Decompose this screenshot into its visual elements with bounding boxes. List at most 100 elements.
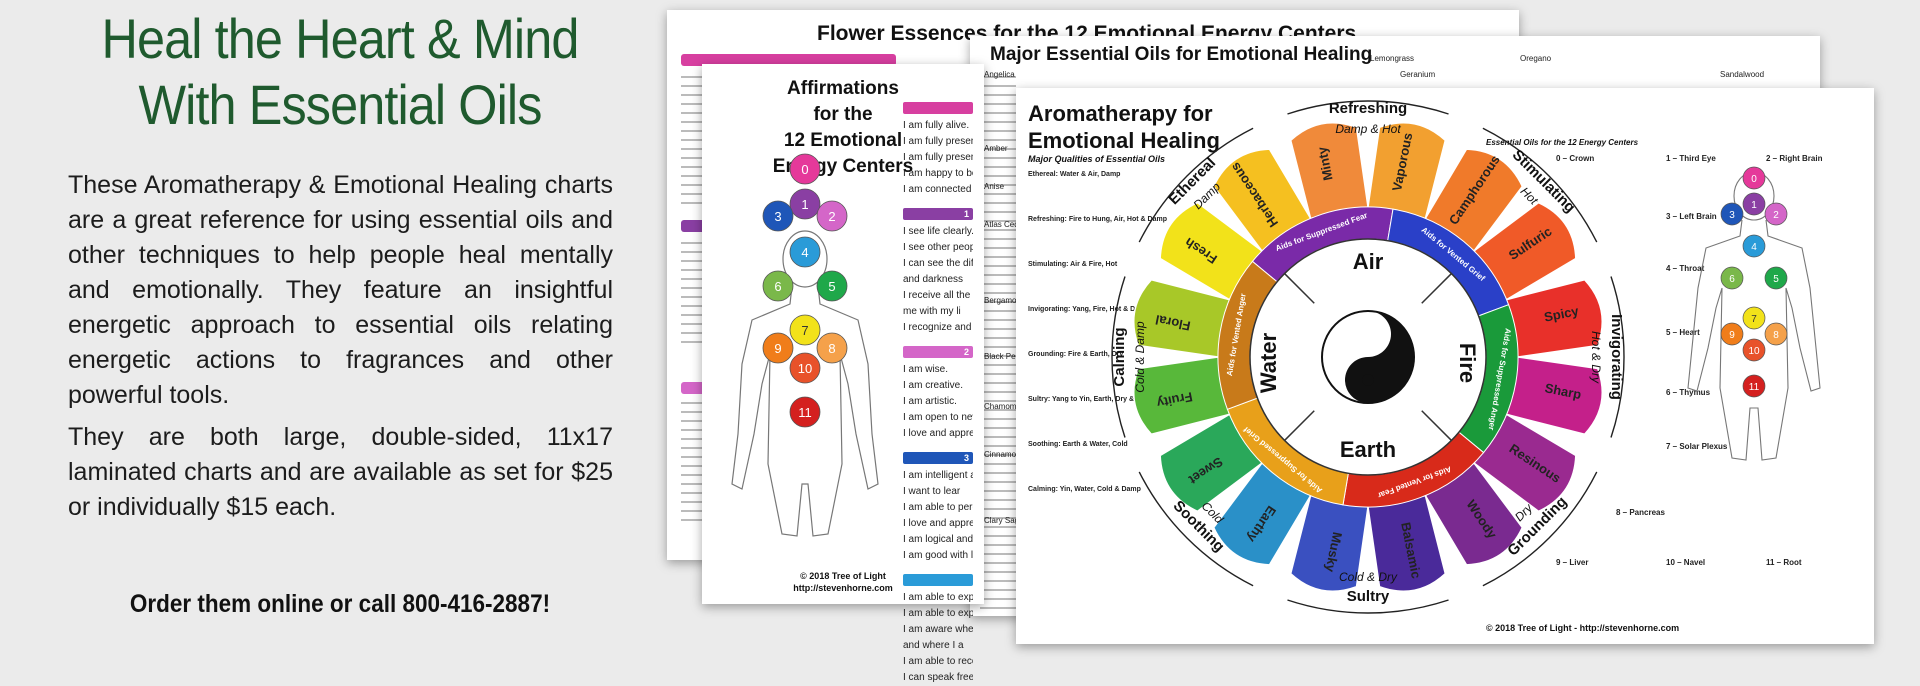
quality-item: Calming: Yin, Water, Cold & Damp	[1028, 486, 1141, 493]
chakra-number: 9	[774, 341, 781, 356]
affirmation-item: I love and appreci	[903, 428, 973, 439]
chakra-number: 3	[774, 209, 781, 224]
energy-center-heading: 11 – Root	[1766, 558, 1802, 567]
wheel-petal	[1212, 462, 1312, 566]
outer-arrow-arc	[1482, 127, 1598, 243]
element-divider	[1421, 410, 1452, 441]
chakra-circle	[1742, 374, 1766, 398]
outer-arrow-arc	[1482, 471, 1598, 587]
affirmation-item: and darkness	[903, 274, 964, 285]
aff-footer-l2: http://stevenhorne.com	[793, 583, 893, 593]
chakra-circle	[1764, 202, 1788, 226]
affirmation-item: I am fully alive.	[903, 120, 970, 131]
affirmation-item: I am good with la	[903, 550, 973, 561]
chakra-number: 10	[798, 361, 812, 376]
chakra-number: 7	[1751, 314, 1757, 325]
affirmation-item: I am connected to	[903, 184, 973, 195]
energy-center-heading: 5 – Heart	[1666, 328, 1700, 337]
affirmations-footer: © 2018 Tree of Light http://stevenhorne.…	[702, 570, 984, 594]
affirmations-list: I am fully alive. I am fully present I am …	[903, 92, 973, 686]
energy-center-heading: 8 – Pancreas	[1616, 508, 1665, 517]
major-oil-9: Clary Sage	[984, 516, 1024, 525]
chakra-number: 10	[1748, 346, 1760, 357]
aff-section-header	[903, 102, 973, 114]
chakra-circle	[1742, 192, 1766, 216]
chakra-circle	[789, 236, 821, 268]
aff-footer-l1: © 2018 Tree of Light	[800, 571, 886, 581]
affirmation-item: I recognize and u	[903, 322, 973, 333]
outer-quality-label: Refreshing	[1329, 100, 1407, 117]
chakra-circle	[1764, 322, 1788, 346]
chakra-number: 4	[1751, 242, 1757, 253]
chakra-circle	[1764, 266, 1788, 290]
major-oil-2: Amber	[984, 144, 1008, 153]
petal-label: Minty	[1314, 145, 1335, 182]
affirmation-item: I am fully present	[903, 152, 973, 163]
chakra-number: 2	[1773, 210, 1779, 221]
element-divider	[1421, 273, 1452, 304]
affirmation-item: and where I a	[903, 640, 964, 651]
affirmation-item: I am intelligent ar	[903, 470, 973, 481]
outer-quality-label: Invigorating	[1608, 314, 1625, 400]
wheel-petal	[1473, 201, 1577, 301]
energy-center-heading: 3 – Left Brain	[1666, 212, 1717, 221]
major-oil-5: Bergamot	[984, 296, 1019, 305]
affirmation-item: I am able to perce	[903, 502, 973, 513]
chakra-circle	[762, 332, 794, 364]
major-oil-6: Black Pepper	[984, 352, 1032, 361]
aroma-title: Aromatherapy for Emotional Healing	[1028, 100, 1220, 154]
aff-section-header: 2	[903, 346, 973, 358]
energy-center-heading: 1 – Third Eye	[1666, 154, 1716, 163]
crown-bar	[681, 54, 896, 66]
chakra-circle	[1742, 338, 1766, 362]
quality-item: Stimulating: Air & Fire, Hot	[1028, 261, 1118, 268]
chakra-number: 1	[801, 197, 808, 212]
outer-arrow-arc	[1111, 276, 1126, 438]
petal-label: Floral	[1154, 312, 1192, 334]
chakra-circle	[789, 396, 821, 428]
chakra-number: 6	[1729, 274, 1735, 285]
wheel-petal	[1212, 148, 1312, 252]
chakra-number: 2	[828, 209, 835, 224]
major-oil-3: Anise	[984, 182, 1005, 191]
chakra-circle	[789, 153, 821, 185]
wheel-petal	[1367, 121, 1447, 220]
quality-item: Ethereal: Water & Air, Damp	[1028, 171, 1121, 178]
wheel-petal	[1424, 462, 1524, 566]
chakra-number: 0	[801, 162, 808, 177]
energy-center-heading: 10 – Navel	[1666, 558, 1706, 567]
affirmation-item: I love and apprecia	[903, 518, 973, 529]
wheel-petal	[1159, 201, 1263, 301]
wheel-petal	[1132, 356, 1231, 436]
chakra-circle	[762, 200, 794, 232]
petal-label: Fruity	[1155, 389, 1194, 411]
aroma-title-l2: Emotional Healing	[1028, 128, 1220, 153]
affirmation-item: me with my li	[903, 306, 961, 317]
headline-line-1: Heal the Heart & Mind	[101, 7, 580, 70]
affirmation-item: I am logical and r	[903, 534, 973, 545]
affirmation-item: I am open to new	[903, 412, 973, 423]
chakra-circle	[1742, 306, 1766, 330]
energy-center-heading: 0 – Crown	[1556, 154, 1595, 163]
chakra-circle	[1742, 166, 1766, 190]
outer-arrow-arc	[1610, 276, 1625, 438]
outer-quality-sub: Hot & Dry	[1589, 331, 1603, 384]
affirmation-item: I am creative.	[903, 380, 964, 391]
element-divider	[1284, 410, 1315, 441]
major-oil-7: Chamomile	[984, 402, 1025, 411]
wheel-petal	[1289, 121, 1369, 220]
aff-section-header: 3	[903, 452, 973, 464]
wheel-petal	[1505, 278, 1604, 358]
aroma-title-l1: Aromatherapy for	[1028, 101, 1213, 126]
outer-quality-label: Sultry	[1347, 588, 1390, 605]
affirmation-item: I am able to recor	[903, 656, 973, 667]
wheel-petal	[1367, 494, 1447, 593]
chakra-number: 7	[801, 323, 808, 338]
element-label: Fire	[1455, 343, 1480, 383]
chakra-number: 4	[801, 245, 808, 260]
headline: Heal the Heart & Mind With Essential Oil…	[70, 6, 610, 138]
affirmation-item: I receive all the in	[903, 290, 973, 301]
